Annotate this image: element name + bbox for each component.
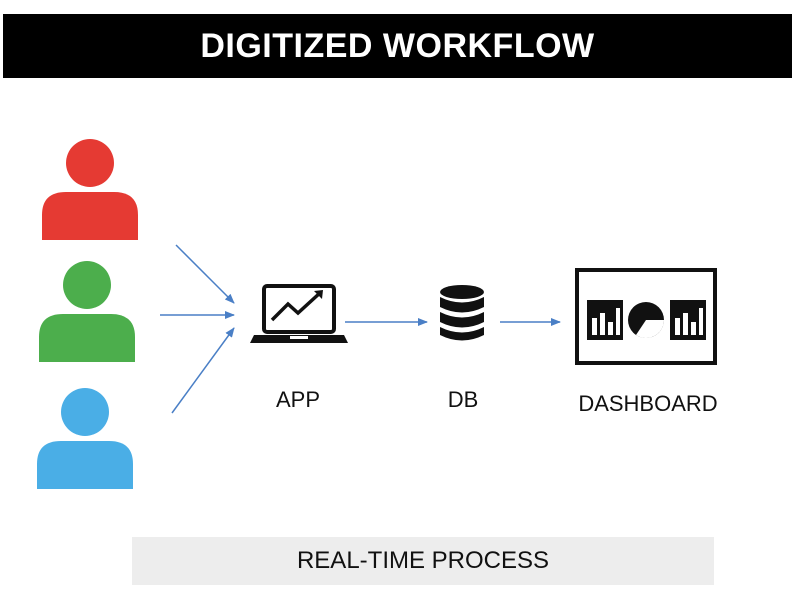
db-label: DB bbox=[447, 387, 479, 412]
arrow-user-blue-to-app bbox=[171, 327, 235, 414]
footer-label: REAL-TIME PROCESS bbox=[296, 547, 550, 574]
footer-bar: REAL-TIME PROCESS bbox=[132, 537, 714, 585]
app-label: APP bbox=[275, 387, 321, 412]
diagram-title: DIGITIZED WORKFLOW bbox=[200, 26, 595, 65]
user-red-icon bbox=[42, 139, 138, 240]
laptop-chart-icon bbox=[250, 284, 348, 343]
database-icon bbox=[440, 285, 484, 341]
title-bar: DIGITIZED WORKFLOW bbox=[3, 14, 792, 78]
dashboard-icon bbox=[575, 268, 717, 365]
user-blue-icon bbox=[37, 388, 133, 489]
user-green-icon bbox=[39, 261, 135, 362]
arrow-user-red-to-app bbox=[175, 244, 235, 304]
dashboard-label: DASHBOARD bbox=[578, 391, 718, 416]
